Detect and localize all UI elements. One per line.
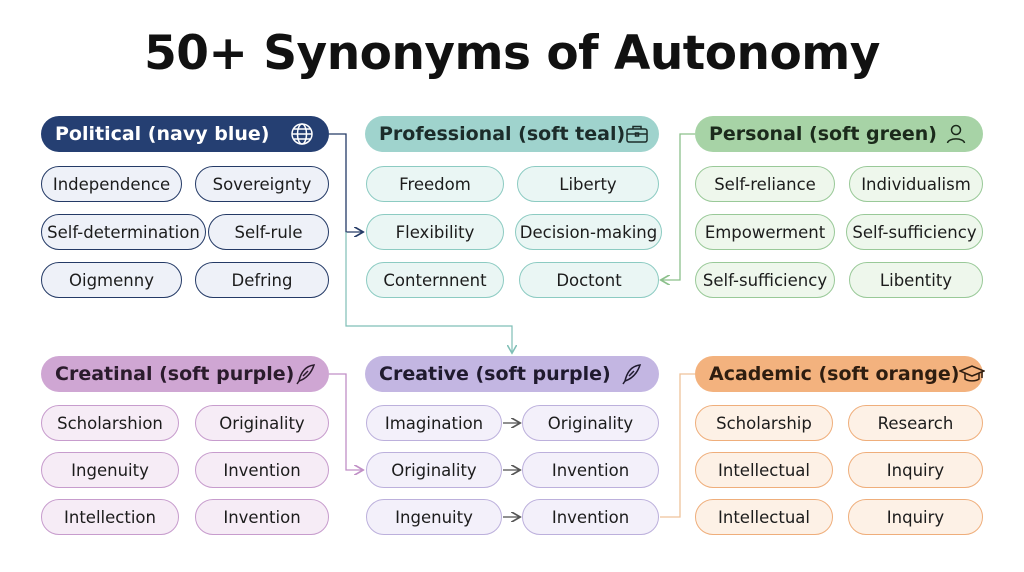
professional-pill-4: Decision-making xyxy=(515,214,662,250)
personal-pill-1: Self-reliance xyxy=(695,166,835,202)
creatinal-pill-6: Invention xyxy=(195,499,329,535)
academic-pill-2: Research xyxy=(848,405,983,441)
creative-header-label: Creative (soft purple) xyxy=(379,363,611,385)
personal-pill-5: Self-sufficiency xyxy=(695,262,835,298)
personal-pill-6: Libentity xyxy=(849,262,983,298)
political-pill-4: Self-rule xyxy=(208,214,329,250)
creatinal-header-label: Creatinal (soft purple) xyxy=(55,363,295,385)
creatinal-pill-2: Originality xyxy=(195,405,329,441)
professional-pill-3: Flexibility xyxy=(366,214,504,250)
connector-personal-to-professional xyxy=(662,133,695,280)
personal-header-label: Personal (soft green) xyxy=(709,123,937,145)
political-pill-3: Self-determination xyxy=(41,214,206,250)
creative-header: Creative (soft purple) xyxy=(365,356,659,392)
person-icon xyxy=(943,121,969,147)
quill-icon xyxy=(294,361,318,387)
political-pill-6: Defring xyxy=(195,262,329,298)
quill-icon xyxy=(619,361,645,387)
professional-pill-2: Liberty xyxy=(517,166,659,202)
connector-political-to-professional xyxy=(329,133,362,232)
academic-pill-4: Inquiry xyxy=(848,452,983,488)
academic-pill-3: Intellectual xyxy=(695,452,833,488)
creative-pill-5: Ingenuity xyxy=(366,499,502,535)
graduation-cap-icon xyxy=(959,361,986,387)
connector-professional-to-creative xyxy=(345,232,512,352)
academic-pill-5: Intellectual xyxy=(695,499,833,535)
academic-pill-6: Inquiry xyxy=(848,499,983,535)
creatinal-pill-3: Ingenuity xyxy=(41,452,179,488)
personal-header: Personal (soft green) xyxy=(695,116,983,152)
professional-header: Professional (soft teal) xyxy=(365,116,659,152)
creative-pill-4: Invention xyxy=(522,452,659,488)
connector-academic-to-creative xyxy=(660,373,695,518)
academic-header: Academic (soft orange) xyxy=(695,356,986,392)
globe-icon xyxy=(289,121,315,147)
page-title: 50+ Synonyms of Autonomy xyxy=(144,26,880,81)
creative-pill-3: Originality xyxy=(366,452,502,488)
creative-pill-2: Originality xyxy=(522,405,659,441)
political-pill-5: Oigmenny xyxy=(41,262,182,298)
professional-pill-5: Conternnent xyxy=(366,262,504,298)
political-pill-1: Independence xyxy=(41,166,182,202)
academic-header-label: Academic (soft orange) xyxy=(709,363,960,385)
creatinal-header: Creatinal (soft purple) xyxy=(41,356,329,392)
personal-pill-4: Self-sufficiency xyxy=(846,214,983,250)
political-pill-2: Sovereignty xyxy=(195,166,329,202)
creatinal-pill-1: Scholarshion xyxy=(41,405,179,441)
professional-header-label: Professional (soft teal) xyxy=(379,123,626,145)
connector-creatinal-to-creative xyxy=(329,373,362,470)
professional-pill-6: Doctont xyxy=(519,262,659,298)
creative-pill-1: Imagination xyxy=(366,405,502,441)
personal-pill-2: Individualism xyxy=(849,166,983,202)
creative-pill-6: Invention xyxy=(522,499,659,535)
political-header: Political (navy blue) xyxy=(41,116,329,152)
professional-pill-1: Freedom xyxy=(366,166,504,202)
political-header-label: Political (navy blue) xyxy=(55,123,270,145)
briefcase-icon xyxy=(625,121,649,147)
creatinal-pill-5: Intellection xyxy=(41,499,179,535)
creatinal-pill-4: Invention xyxy=(195,452,329,488)
academic-pill-1: Scholarship xyxy=(695,405,833,441)
personal-pill-3: Empowerment xyxy=(695,214,835,250)
